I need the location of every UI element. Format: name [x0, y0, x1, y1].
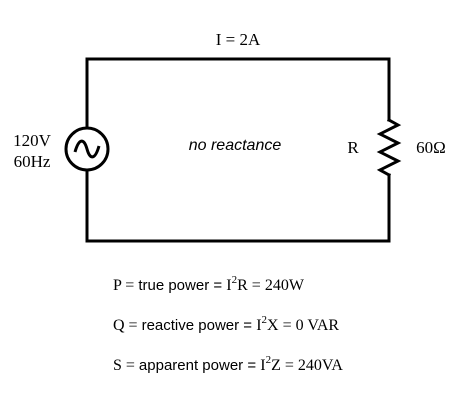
equation-exponent: 2	[262, 314, 268, 326]
equation-base: I	[260, 357, 265, 374]
source-voltage-label: 120V	[13, 131, 52, 150]
source-frequency-label: 60Hz	[14, 152, 51, 171]
equation-lhs: Q =	[113, 317, 142, 334]
equation-lhs: S =	[113, 357, 139, 374]
equation-base: I	[226, 277, 231, 294]
equation-reactive-power: Q = reactive power = I2X = 0 VAR	[113, 314, 339, 334]
current-label: I = 2A	[216, 30, 261, 49]
equation-desc: apparent power =	[139, 357, 260, 374]
resistor-icon	[376, 117, 402, 178]
equation-exponent: 2	[232, 274, 238, 286]
equation-desc: reactive power =	[142, 317, 257, 334]
equation-true-power: P = true power = I2R = 240W	[113, 274, 305, 294]
equation-lhs: P =	[113, 277, 138, 294]
equation-rest: Z = 240VA	[271, 357, 343, 374]
resistor-label: R	[347, 138, 359, 157]
circuit-wires	[85, 57, 391, 243]
equation-base: I	[256, 317, 261, 334]
ac-source-icon	[64, 126, 110, 172]
center-note: no reactance	[189, 137, 282, 154]
equation-rest: X = 0 VAR	[267, 317, 339, 334]
equation-desc: true power =	[138, 277, 226, 294]
equation-apparent-power: S = apparent power = I2Z = 240VA	[113, 354, 343, 374]
equation-rest: R = 240W	[237, 277, 305, 294]
power-equations: P = true power = I2R = 240W Q = reactive…	[113, 274, 343, 374]
resistor-value: 60Ω	[416, 138, 446, 157]
equation-exponent: 2	[266, 354, 272, 366]
